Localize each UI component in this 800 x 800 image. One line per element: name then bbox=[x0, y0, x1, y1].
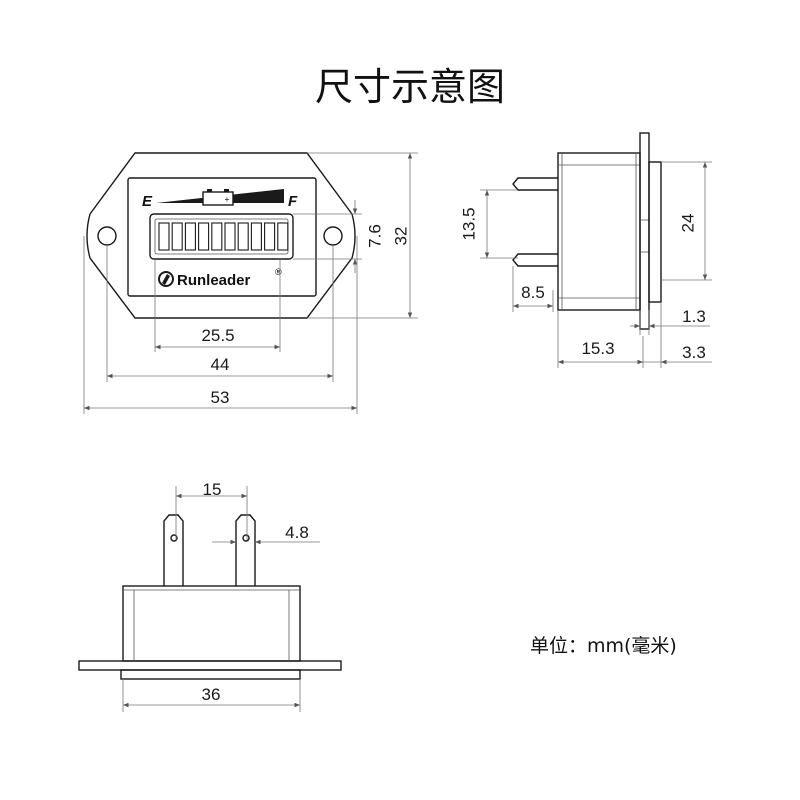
side-bezel bbox=[648, 161, 662, 303]
led-segments bbox=[158, 222, 289, 251]
dim-flange-thickness: 1.3 bbox=[682, 307, 706, 326]
svg-text:+: + bbox=[225, 195, 230, 204]
side-flange bbox=[639, 132, 650, 330]
brand-logo bbox=[158, 271, 174, 287]
dim-total-width: 53 bbox=[211, 388, 230, 407]
dim-terminal-length: 8.5 bbox=[521, 283, 545, 302]
bottom-terminal-right bbox=[235, 514, 256, 586]
dim-terminal-width: 4.8 bbox=[285, 523, 309, 542]
led-segment bbox=[250, 222, 262, 251]
registered-mark: ® bbox=[275, 267, 282, 277]
bottom-body bbox=[122, 585, 301, 662]
led-segment bbox=[211, 222, 223, 251]
bottom-view: 15 4.8 36 bbox=[78, 480, 342, 712]
bottom-bezel bbox=[120, 669, 301, 680]
led-segment bbox=[158, 222, 170, 251]
unit-note: 单位：mm(毫米) bbox=[530, 635, 677, 657]
side-body bbox=[557, 152, 641, 311]
dim-window-height: 7.6 bbox=[365, 224, 384, 248]
side-terminal-top bbox=[512, 177, 558, 191]
dim-body-width: 36 bbox=[202, 685, 221, 704]
led-segment bbox=[184, 222, 196, 251]
dim-window-width: 25.5 bbox=[201, 326, 234, 345]
dim-flange-height: 24 bbox=[678, 214, 697, 233]
led-segment bbox=[224, 222, 236, 251]
bottom-flange bbox=[78, 660, 342, 671]
mounting-hole-right bbox=[323, 226, 343, 246]
dim-height: 32 bbox=[391, 227, 410, 246]
led-segment bbox=[277, 222, 289, 251]
led-segment bbox=[198, 222, 210, 251]
front-view: E F + Runleader ® 7.6 32 bbox=[83, 152, 418, 414]
dim-terminal-spacing: 13.5 bbox=[459, 207, 478, 240]
led-segment bbox=[264, 222, 276, 251]
led-segment bbox=[171, 222, 183, 251]
dim-hole-spacing: 44 bbox=[211, 355, 230, 374]
side-terminal-bottom bbox=[512, 253, 558, 267]
bottom-terminal-left bbox=[163, 514, 184, 586]
dim-terminal-pitch: 15 bbox=[203, 480, 222, 499]
brand-name: Runleader bbox=[177, 272, 251, 289]
drawing-title: 尺寸示意图 bbox=[315, 65, 505, 109]
dim-bezel-depth: 3.3 bbox=[682, 343, 706, 362]
battery-icon: + bbox=[202, 189, 234, 206]
dim-body-depth: 15.3 bbox=[581, 339, 614, 358]
full-label: F bbox=[288, 193, 298, 210]
front-body-outline bbox=[127, 177, 317, 297]
led-segment bbox=[237, 222, 249, 251]
side-view: 13.5 24 8.5 1.3 15.3 3.3 bbox=[459, 132, 712, 368]
mounting-hole-left bbox=[97, 226, 117, 246]
empty-label: E bbox=[142, 193, 153, 210]
led-window bbox=[149, 213, 294, 260]
